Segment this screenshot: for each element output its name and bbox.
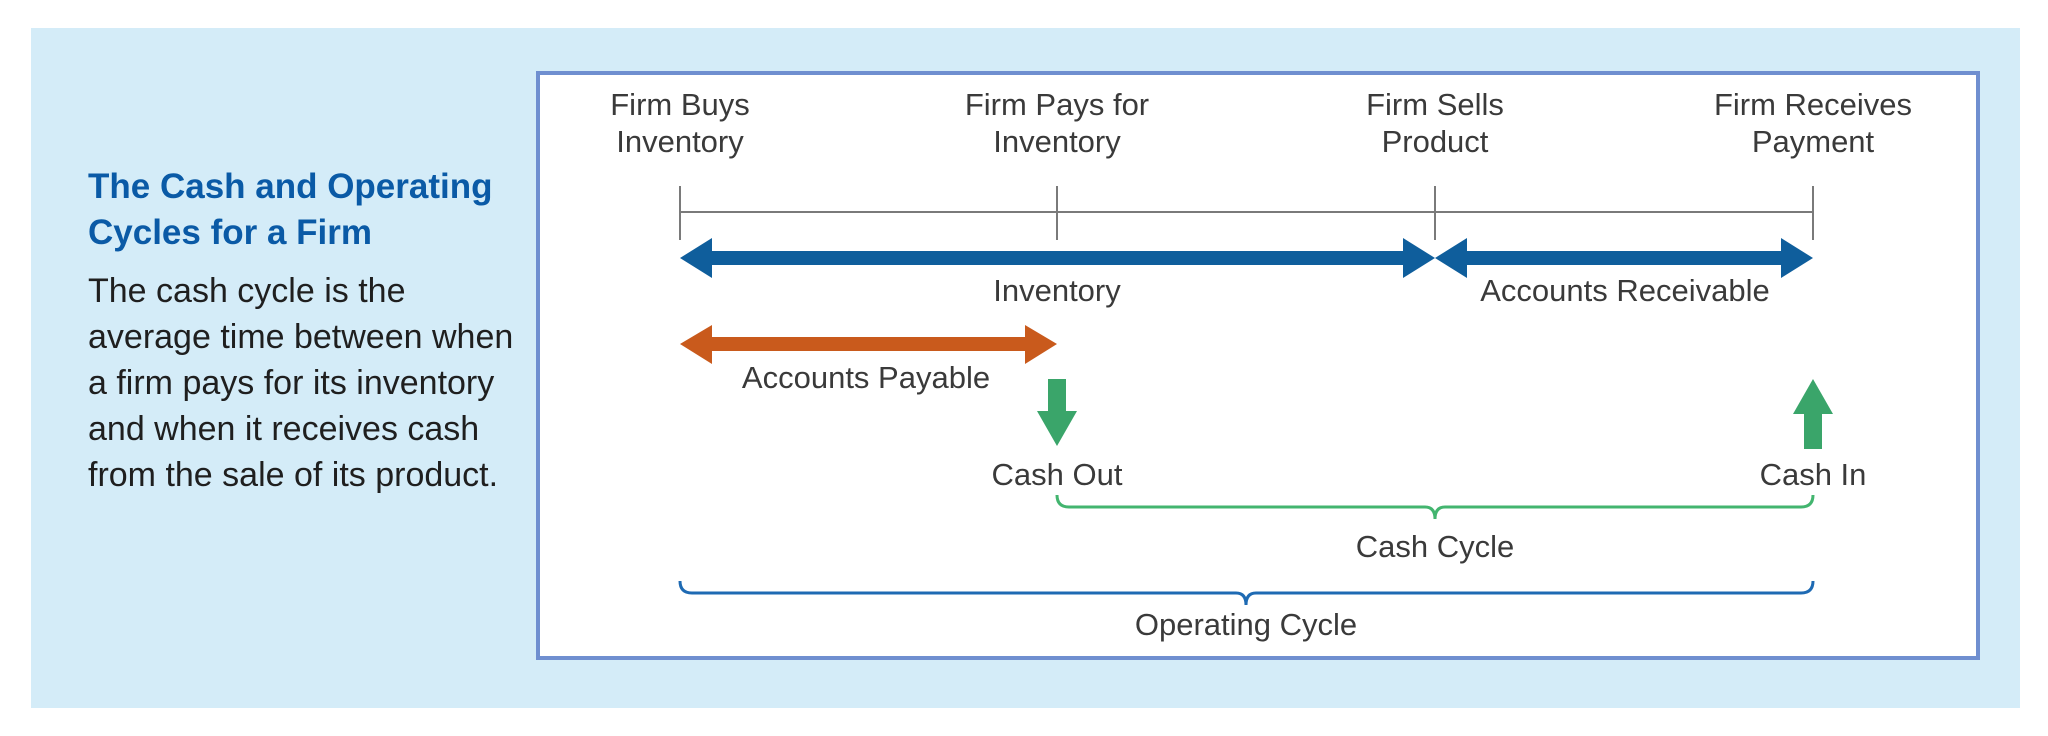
cash-in-label: Cash In <box>1760 457 1867 492</box>
event-2-line-1: Firm Pays for <box>965 87 1149 122</box>
accounts-payable-arrow <box>680 325 1057 364</box>
operating-cycle-label: Operating Cycle <box>1135 607 1357 642</box>
cycle-diagram: Firm Buys Inventory Firm Pays for Invent… <box>610 87 1912 642</box>
diagram-frame: Firm Buys Inventory Firm Pays for Invent… <box>536 71 1980 660</box>
event-1-line-2: Inventory <box>616 124 744 159</box>
event-2-line-2: Inventory <box>993 124 1121 159</box>
cash-cycle-brace <box>1055 494 1815 520</box>
cash-cycle-label: Cash Cycle <box>1356 529 1515 564</box>
accounts-payable-label: Accounts Payable <box>742 360 990 395</box>
event-3-line-2: Product <box>1382 124 1489 159</box>
cash-in-arrow <box>1793 379 1833 449</box>
event-4-line-2: Payment <box>1752 124 1875 159</box>
inventory-arrow <box>680 238 1435 278</box>
inventory-label: Inventory <box>993 273 1121 308</box>
timeline <box>679 186 1814 240</box>
event-3-line-1: Firm Sells <box>1366 87 1504 122</box>
panel-title: The Cash and Operating Cycles for a Firm <box>88 167 493 252</box>
cash-out-arrow <box>1037 379 1077 446</box>
event-1-line-1: Firm Buys <box>610 87 750 122</box>
accounts-receivable-arrow <box>1435 238 1813 278</box>
panel-description: The cash cycle is the average time betwe… <box>88 272 514 494</box>
accounts-receivable-label: Accounts Receivable <box>1480 273 1770 308</box>
event-4-line-1: Firm Receives <box>1714 87 1912 122</box>
sidebar: The Cash and Operating Cycles for a Firm… <box>88 164 528 498</box>
cash-out-label: Cash Out <box>992 457 1123 492</box>
operating-cycle-brace <box>678 580 1815 606</box>
